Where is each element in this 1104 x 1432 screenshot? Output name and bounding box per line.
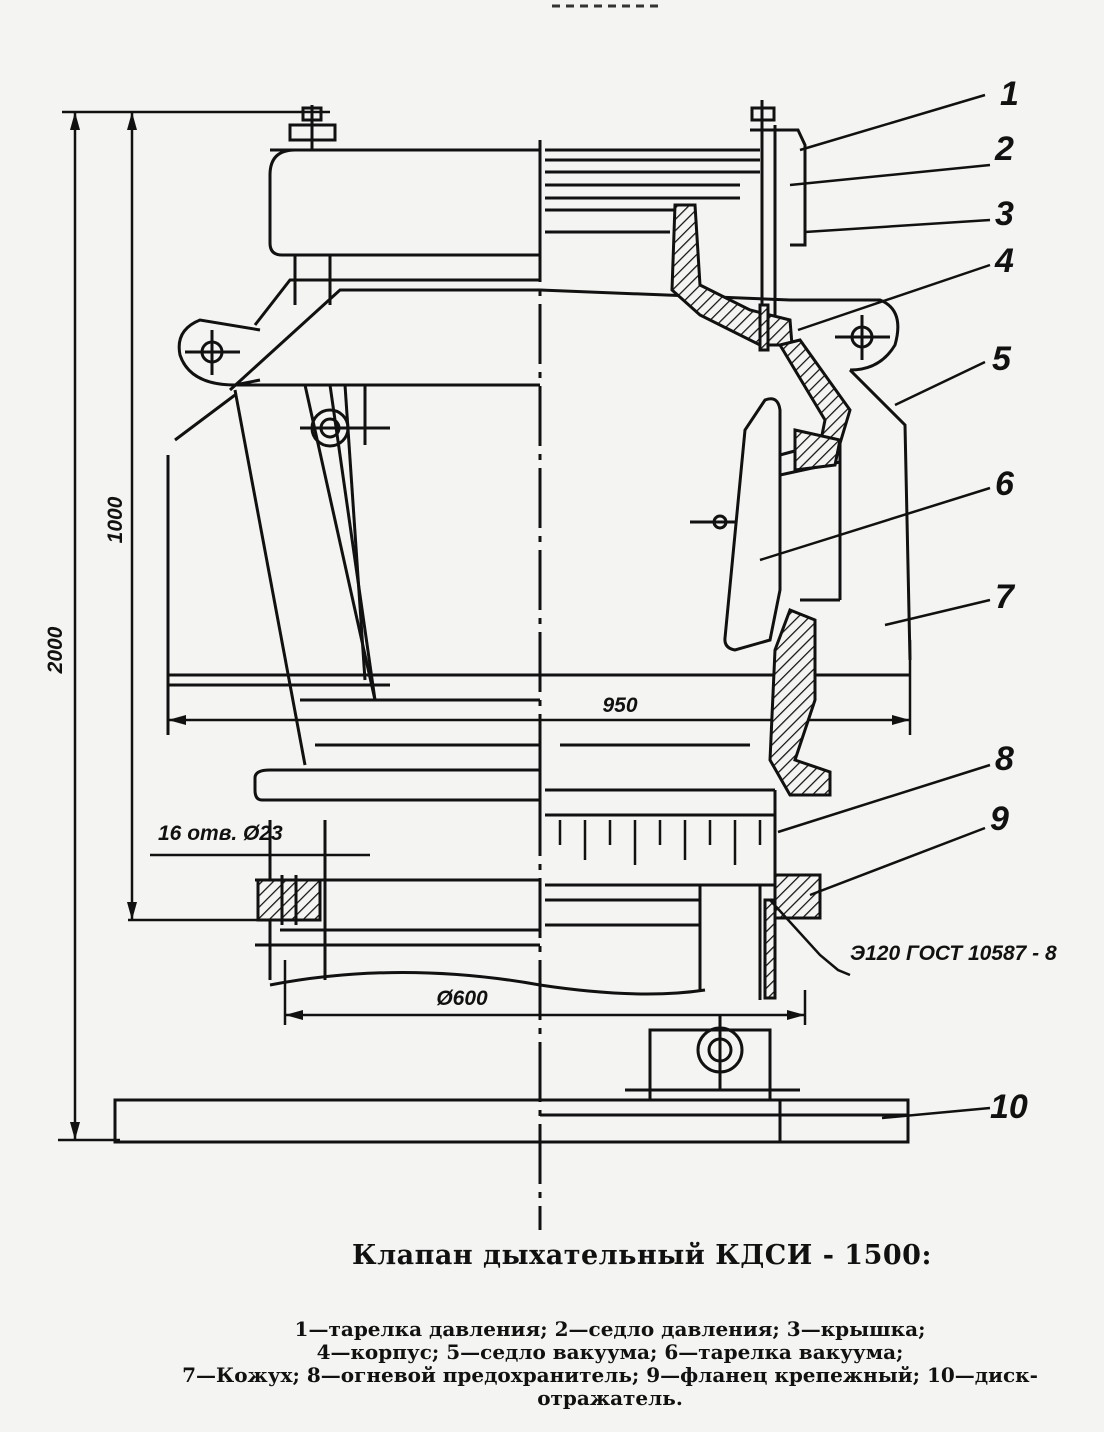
dim-950: 950 [602,694,637,717]
legend-item: 3—крышка; [786,1317,926,1341]
part-number-2: 2 [994,130,1014,168]
legend-item: 10—диск-отражатель. [537,1363,1038,1410]
left-flange-section [256,878,322,922]
caption: Клапан дыхательный КДСИ - 1500: [0,1240,1104,1271]
legend-item: 6—тарелка вакуума; [664,1340,904,1364]
part-number-7: 7 [995,578,1016,616]
part-number-8: 8 [995,740,1014,778]
dimension-lines [58,110,912,1142]
legend-item: 2—седло давления; [554,1317,780,1341]
part-numbers: 1 2 3 4 5 6 7 8 9 10 [990,75,1028,1126]
hatched-sections [670,203,852,1000]
legend-item: 1—тарелка давления; [294,1317,548,1341]
part-number-1: 1 [1000,75,1019,113]
leader-lines [759,93,991,1120]
part-number-4: 4 [994,242,1014,280]
dim-2000: 2000 [44,626,67,674]
dim-holes: 16 отв. Ø23 [158,822,283,845]
part-number-5: 5 [992,340,1012,378]
legend-item: 5—седло вакуума; [446,1340,658,1364]
legend-item: 8—огневой предохранитель; [306,1363,640,1387]
legend: 1—тарелка давления; 2—седло давления; 3—… [160,1318,1060,1410]
dim-600: Ø600 [436,987,488,1010]
weld-note: Э120 ГОСТ 10587 - 8 [850,942,1057,965]
left-exterior [166,105,542,987]
dim-1000: 1000 [104,496,127,543]
legend-item: 7—Кожух; [182,1363,300,1387]
part-number-9: 9 [990,800,1009,838]
part-number-10: 10 [990,1088,1028,1126]
part-number-3: 3 [995,195,1014,233]
legend-item: 9—фланец крепежный; [646,1363,920,1387]
right-section [113,100,912,1144]
caption-title: Клапан дыхательный КДСИ - 1500: [352,1240,932,1271]
flame-arrester [558,820,762,865]
legend-item: 4—корпус; [316,1340,440,1364]
part-number-6: 6 [995,465,1015,503]
